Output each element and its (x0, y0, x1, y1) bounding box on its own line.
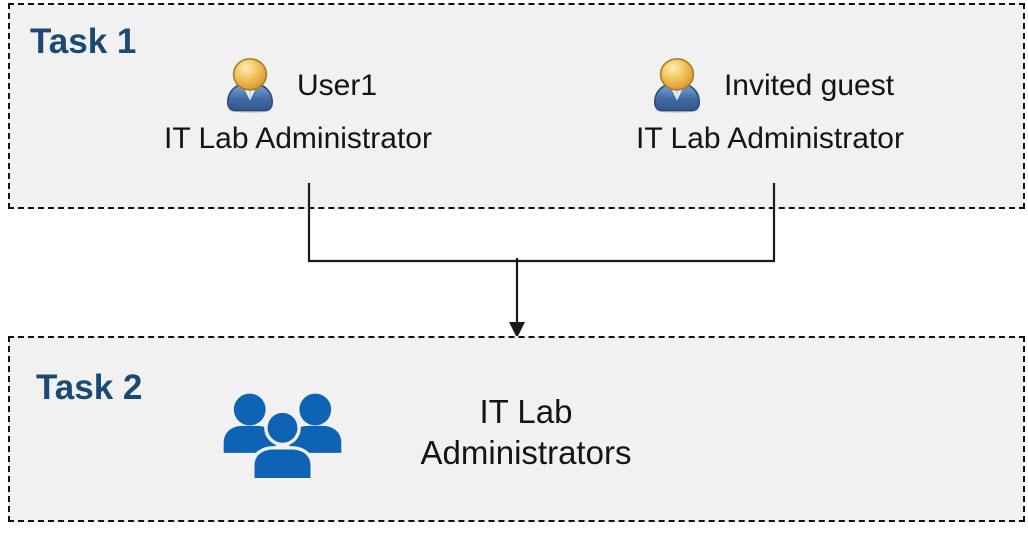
task1-label: Task 1 (30, 22, 137, 61)
group-name-line2: Administrators (420, 434, 632, 471)
member-role: IT Lab Administrator (636, 122, 904, 155)
people-group-icon (215, 388, 350, 485)
person-icon (646, 56, 708, 114)
task2-box: Task 2 IT Lab Administrators (8, 336, 1025, 522)
group-name: IT Lab Administrators (386, 391, 666, 473)
member-invited-guest-row: Invited guest (646, 53, 894, 117)
member-user1-row: User1 (219, 53, 377, 117)
member-user1: User1 IT Lab Administrator (78, 53, 518, 155)
member-name: User1 (296, 68, 378, 102)
person-icon (219, 56, 281, 114)
group-name-line1: IT Lab (479, 393, 573, 430)
task2-label: Task 2 (36, 368, 143, 407)
member-role: IT Lab Administrator (164, 122, 432, 155)
member-invited-guest: Invited guest IT Lab Administrator (550, 53, 990, 155)
member-name: Invited guest (723, 68, 895, 102)
task1-box: Task 1 User1 IT Lab Administrator (8, 3, 1025, 209)
